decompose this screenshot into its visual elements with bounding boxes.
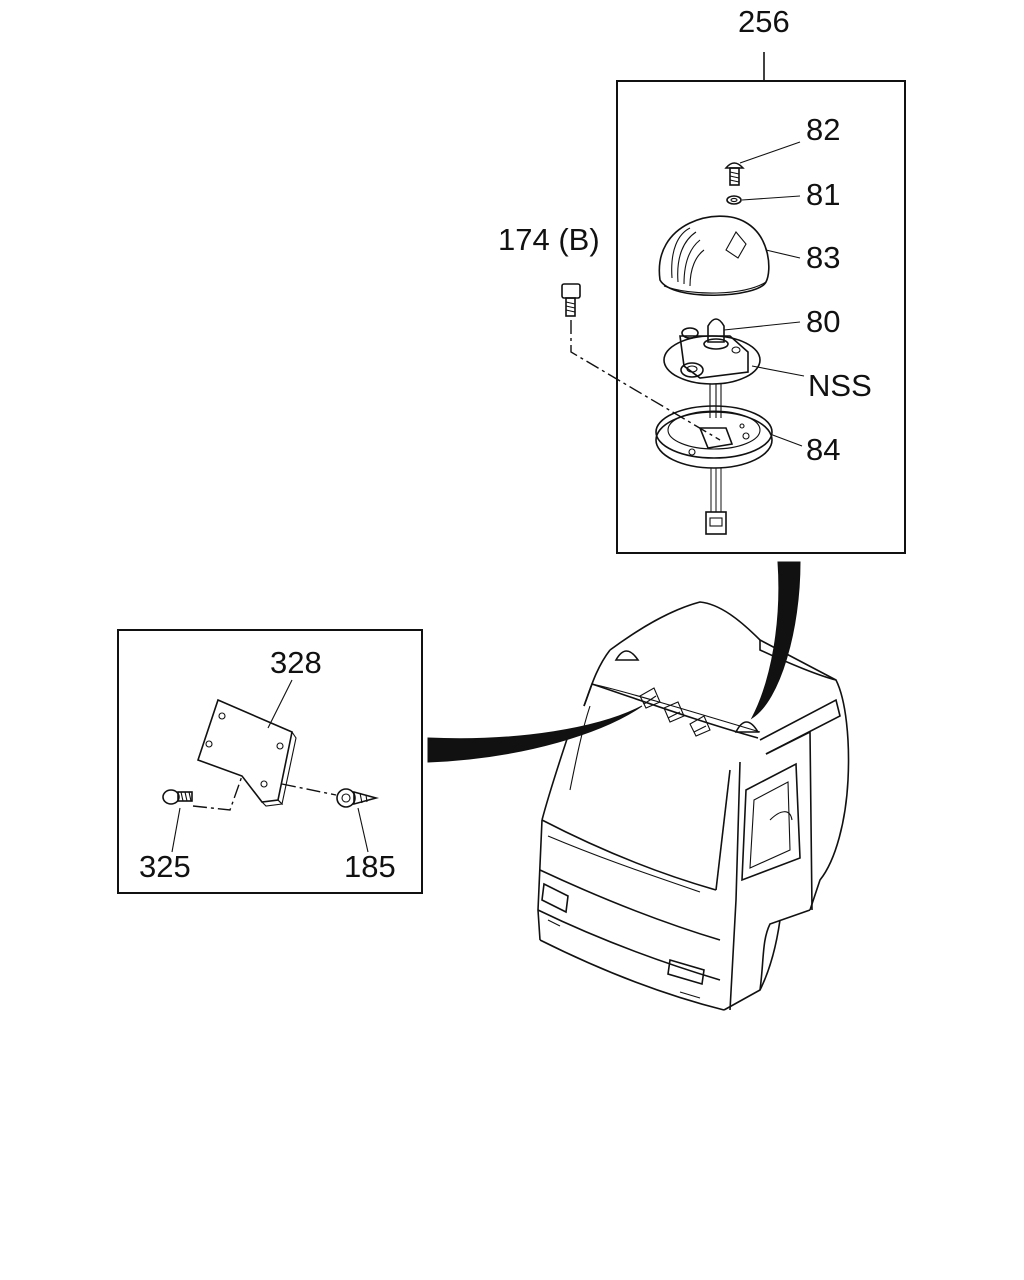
plate-assembly-box bbox=[117, 629, 423, 894]
lamp-assembly-box bbox=[616, 52, 906, 554]
label-84: 84 bbox=[806, 432, 840, 467]
label-328: 328 bbox=[270, 645, 322, 680]
clip-185 bbox=[281, 783, 380, 853]
leader-to-plate bbox=[427, 705, 643, 763]
label-83: 83 bbox=[806, 240, 840, 275]
label-82: 82 bbox=[806, 112, 840, 147]
truck-cab bbox=[537, 601, 850, 1011]
washer-81 bbox=[726, 195, 801, 205]
base-84 bbox=[655, 384, 803, 535]
lens-83 bbox=[658, 215, 801, 297]
leader-to-roof-lamp bbox=[750, 561, 801, 720]
bolt-174b bbox=[561, 283, 721, 441]
socket-nss bbox=[663, 327, 805, 385]
screw-82 bbox=[724, 141, 801, 186]
clearance-lamp-2 bbox=[663, 701, 685, 723]
clearance-lamp-3 bbox=[689, 715, 711, 737]
label-81: 81 bbox=[806, 177, 840, 212]
label-256: 256 bbox=[738, 4, 790, 39]
label-80: 80 bbox=[806, 304, 840, 339]
label-174b: 174 (B) bbox=[498, 222, 600, 257]
label-325: 325 bbox=[139, 849, 191, 884]
screw-325 bbox=[162, 775, 243, 853]
plate-328 bbox=[196, 679, 297, 807]
bulb-80 bbox=[703, 318, 801, 350]
label-185: 185 bbox=[344, 849, 396, 884]
clearance-lamp-1 bbox=[639, 687, 661, 709]
label-nss: NSS bbox=[808, 368, 872, 403]
